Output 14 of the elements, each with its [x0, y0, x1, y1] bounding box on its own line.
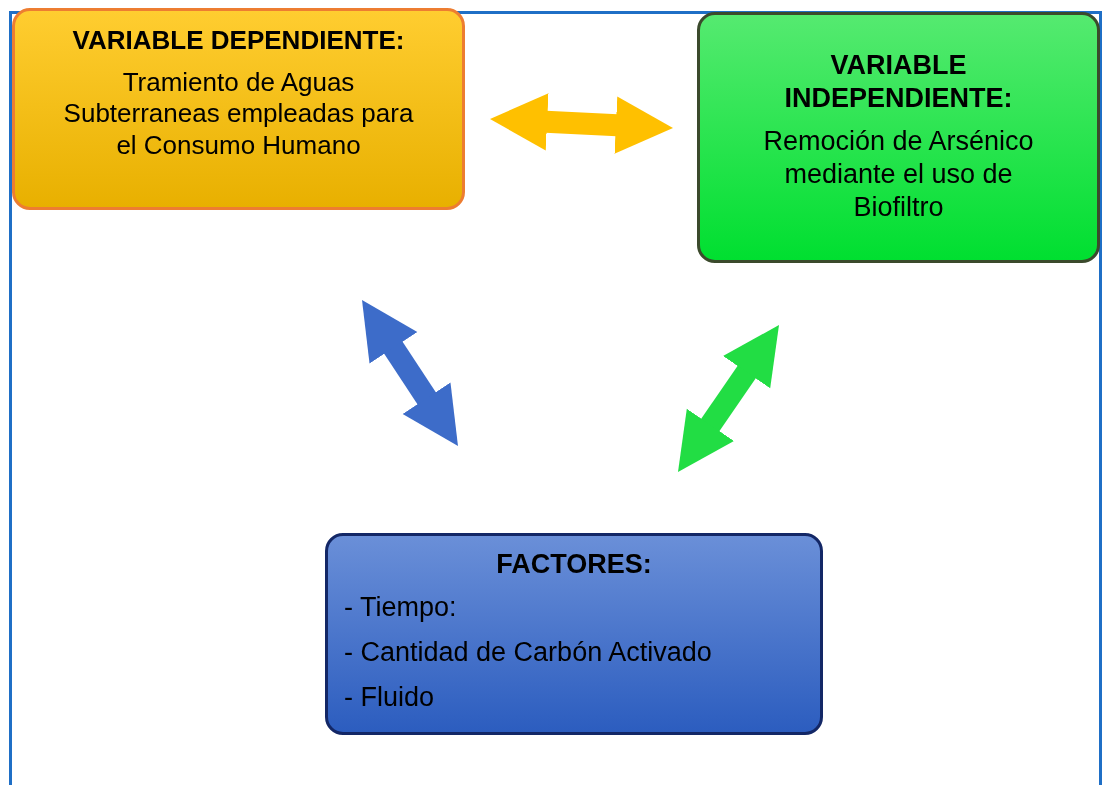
box-text: Remoción de Arsénico mediante el uso de Biofiltro: [762, 124, 1035, 224]
box-text: Tramiento de Aguas Subterraneas empleadas para el Consumo Humano: [62, 66, 415, 162]
list-item: - Fluido: [344, 680, 436, 714]
double-arrow: [490, 93, 673, 154]
box-heading: VARIABLE INDEPENDIENTE:: [783, 49, 1014, 115]
double-arrow: [362, 300, 458, 446]
variable-box: [697, 12, 1100, 263]
list-item: - Tiempo:: [344, 590, 458, 624]
variable-box: [325, 533, 823, 735]
list-item: - Cantidad de Carbón Activado: [344, 635, 713, 669]
box-heading: VARIABLE DEPENDIENTE:: [71, 25, 406, 57]
variable-box: [12, 8, 465, 210]
double-arrow: [678, 325, 779, 472]
box-heading: FACTORES:: [495, 548, 653, 581]
